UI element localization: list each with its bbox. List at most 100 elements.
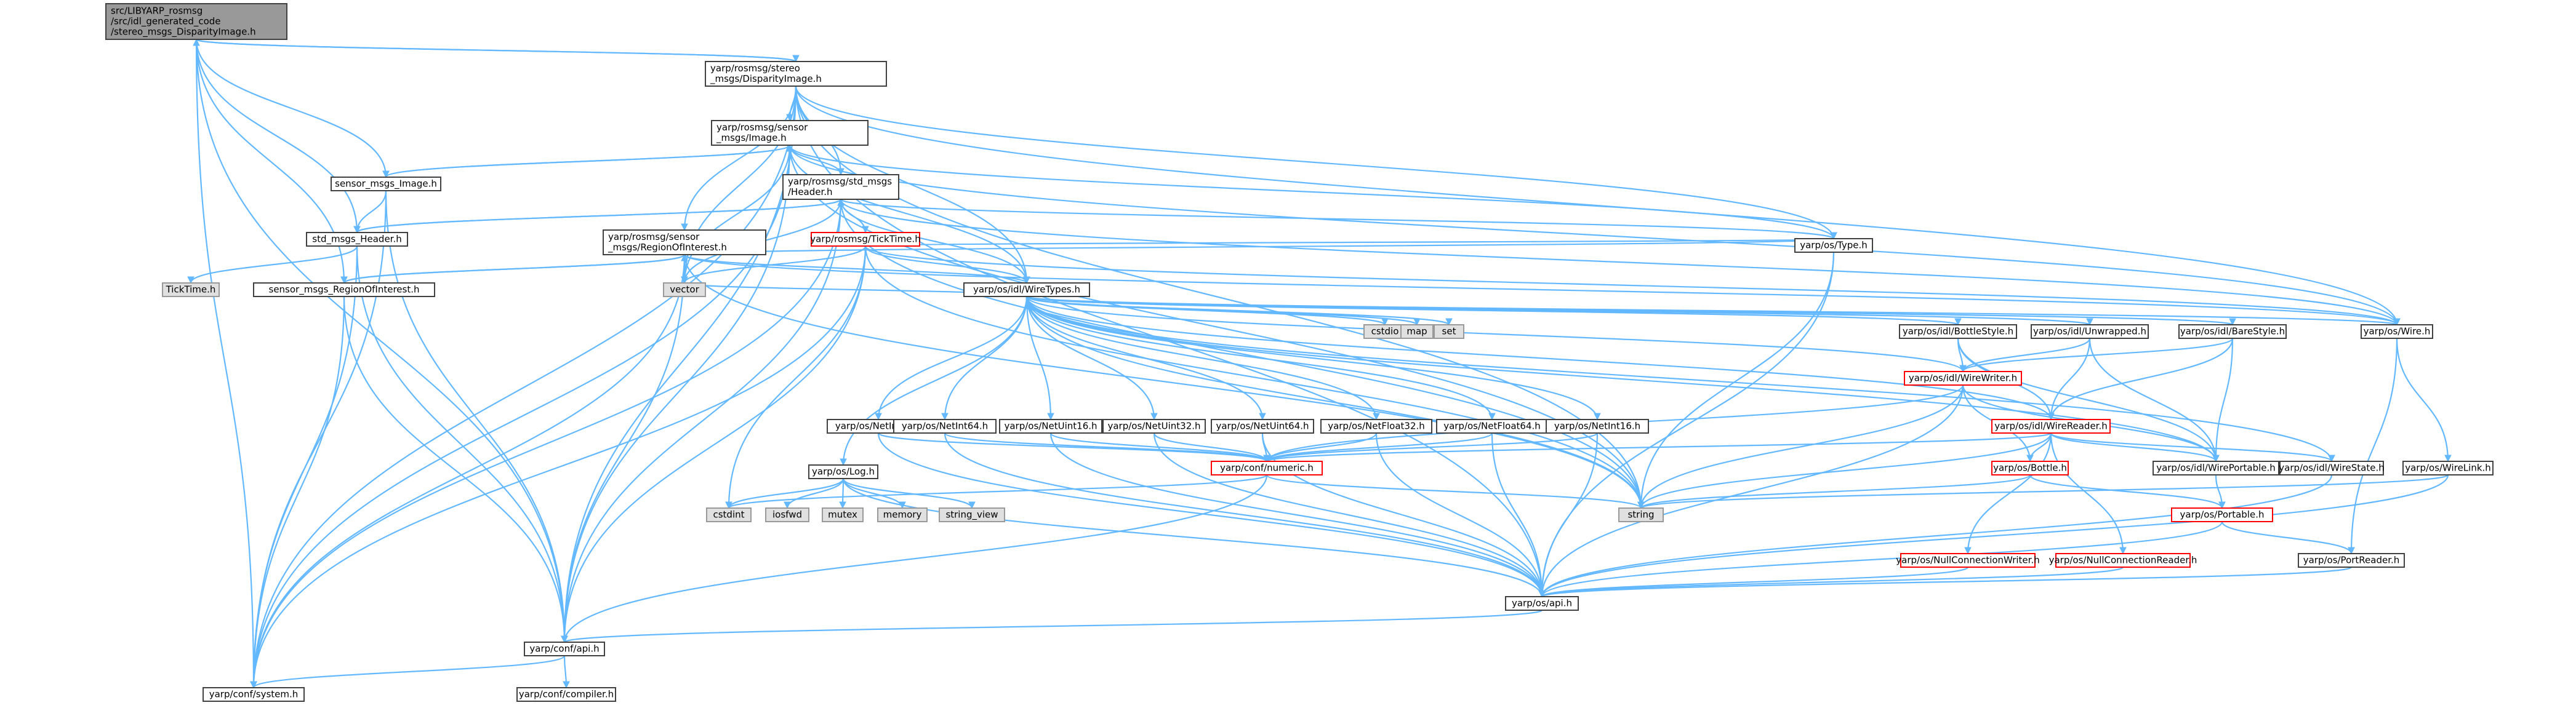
edge-arrowhead — [1954, 318, 1962, 326]
node-mutex: mutex — [822, 507, 864, 522]
node-label: set — [1442, 326, 1456, 337]
edge-sens-img-top-to-confapi — [385, 190, 568, 643]
edges-layer — [187, 38, 2452, 689]
edge-line — [1025, 295, 1450, 326]
edge-arrowhead — [187, 276, 195, 284]
edge-line — [1541, 474, 2449, 597]
node-wiretypes[interactable]: yarp/os/idl/WireTypes.h — [963, 282, 1090, 297]
edge-line — [840, 199, 1028, 284]
node-box — [1505, 596, 1579, 611]
edge-line — [1266, 432, 1599, 463]
edge-line — [190, 245, 358, 284]
node-box — [306, 232, 408, 247]
node-log[interactable]: yarp/os/Log.h — [808, 464, 878, 479]
node-netfloat32[interactable]: yarp/os/NetFloat32.h — [1320, 419, 1432, 434]
edge-line — [2088, 338, 2217, 462]
edge-line — [683, 245, 867, 284]
node-cstdint: cstdint — [706, 507, 752, 522]
edge-arrowhead — [1538, 590, 1546, 598]
node-box — [2153, 461, 2279, 475]
edge-line — [252, 199, 842, 688]
edge-arrowhead — [1445, 318, 1453, 326]
node-label: sensor_msgs_Image.h — [335, 178, 437, 190]
edge-arrowhead — [2086, 318, 2093, 326]
node-portable[interactable]: yarp/os/Portable.h — [2171, 507, 2273, 522]
edge-line — [842, 296, 1028, 466]
node-box — [2361, 324, 2433, 339]
edge-line — [563, 254, 686, 643]
edge-line — [840, 198, 1835, 240]
node-box — [1211, 419, 1314, 434]
edge-ticktime-to-vector — [681, 245, 867, 284]
node-wirelink[interactable]: yarp/os/WireLink.h — [2402, 461, 2494, 475]
node-label: yarp/os/idl/Unwrapped.h — [2033, 326, 2146, 337]
edge-confapi-to-confsystem — [250, 654, 566, 689]
node-roi-top[interactable]: sensor_msgs_RegionOfInterest.h — [253, 282, 435, 297]
node-netint64[interactable]: yarp/os/NetInt64.h — [893, 419, 997, 434]
node-osapi[interactable]: yarp/os/api.h — [1505, 596, 1579, 611]
node-wirewriter[interactable]: yarp/os/idl/WireWriter.h — [1904, 371, 2022, 386]
node-sens-img[interactable]: yarp/rosmsg/sensor_msgs/Image.h — [711, 120, 869, 146]
node-type[interactable]: yarp/os/Type.h — [1794, 238, 1873, 253]
node-root[interactable]: src/LIBYARP_rosmsg/src/idl_generated_cod… — [105, 3, 287, 40]
node-numeric[interactable]: yarp/conf/numeric.h — [1211, 461, 1323, 475]
node-confcompiler[interactable]: yarp/conf/compiler.h — [516, 687, 616, 702]
node-unwrapped[interactable]: yarp/os/idl/Unwrapped.h — [2031, 324, 2149, 339]
edge-arrowhead — [1964, 547, 1972, 555]
edge-line — [944, 432, 1543, 597]
edge-wiretypes-to-log — [840, 296, 1028, 466]
node-wire[interactable]: yarp/os/Wire.h — [2361, 324, 2433, 339]
node-map: map — [1400, 324, 1434, 339]
node-netuint16[interactable]: yarp/os/NetUint16.h — [999, 419, 1102, 434]
edge-line — [252, 254, 686, 688]
edge-arrowhead — [1830, 232, 1837, 240]
node-confsystem[interactable]: yarp/conf/system.h — [203, 687, 305, 702]
edge-line — [1541, 566, 2353, 598]
edge-line — [1541, 384, 1964, 597]
node-barestyle[interactable]: yarp/os/idl/BareStyle.h — [2178, 324, 2287, 339]
node-wirereader[interactable]: yarp/os/idl/WireReader.h — [1991, 419, 2111, 434]
edge-std-hdr-to-confsystem — [250, 199, 842, 689]
node-label: yarp/os/idl/BareStyle.h — [2180, 326, 2285, 337]
node-netint16[interactable]: yarp/os/NetInt16.h — [1546, 419, 1649, 434]
edge-arrowhead — [1259, 413, 1266, 421]
edge-line — [1025, 296, 1155, 420]
node-netuint32[interactable]: yarp/os/NetUint32.h — [1102, 419, 1206, 434]
node-box — [1991, 419, 2111, 434]
edge-portable-to-portreader — [2221, 521, 2355, 555]
node-wireportable[interactable]: yarp/os/idl/WirePortable.h — [2153, 461, 2279, 475]
node-nullconnwriter[interactable]: yarp/os/NullConnectionWriter.h — [1896, 553, 2040, 568]
edge-line — [2050, 432, 2217, 462]
edge-line — [2029, 474, 2223, 509]
edge-wiretypes-to-netfloat64 — [1025, 296, 1496, 421]
edge-line — [385, 144, 791, 178]
edge-line — [864, 237, 1835, 247]
edge-wiretypes-to-netuint16 — [1025, 296, 1054, 421]
node-confapi[interactable]: yarp/conf/api.h — [524, 642, 605, 656]
node-wirestate[interactable]: yarp/os/idl/WireState.h — [2279, 461, 2385, 475]
node-label: cstdio — [1371, 326, 1399, 337]
node-box — [603, 229, 766, 255]
edge-line — [1640, 432, 2052, 509]
edge-line — [2050, 338, 2091, 420]
edge-line — [343, 253, 686, 284]
node-netfloat64[interactable]: yarp/os/NetFloat64.h — [1436, 419, 1548, 434]
node-sens-img-top[interactable]: sensor_msgs_Image.h — [331, 177, 441, 191]
node-box — [2298, 553, 2405, 568]
node-std-hdr-top[interactable]: std_msgs_Header.h — [306, 232, 408, 247]
node-netuint64[interactable]: yarp/os/NetUint64.h — [1211, 419, 1314, 434]
node-label: yarp/os/NetFloat32.h — [1328, 421, 1425, 432]
edge-line — [1025, 296, 1642, 509]
node-ticktime[interactable]: yarp/rosmsg/TickTime.h — [810, 232, 921, 247]
node-nullconnreader[interactable]: yarp/os/NullConnectionReader.h — [2049, 553, 2197, 568]
node-bottlestyle[interactable]: yarp/os/idl/BottleStyle.h — [1899, 324, 2017, 339]
node-bottle[interactable]: yarp/os/Bottle.h — [1991, 461, 2069, 475]
node-portreader[interactable]: yarp/os/PortReader.h — [2298, 553, 2405, 568]
edge-line — [683, 254, 2398, 325]
node-disp[interactable]: yarp/rosmsg/stereo_msgs/DisparityImage.h — [705, 61, 887, 87]
node-box — [893, 419, 997, 434]
edge-line — [563, 609, 1543, 643]
node-std-hdr[interactable]: yarp/rosmsg/std_msgs/Header.h — [782, 174, 899, 200]
node-roi[interactable]: yarp/rosmsg/sensor_msgs/RegionOfInterest… — [603, 229, 766, 255]
edge-disp-to-root — [193, 38, 797, 63]
